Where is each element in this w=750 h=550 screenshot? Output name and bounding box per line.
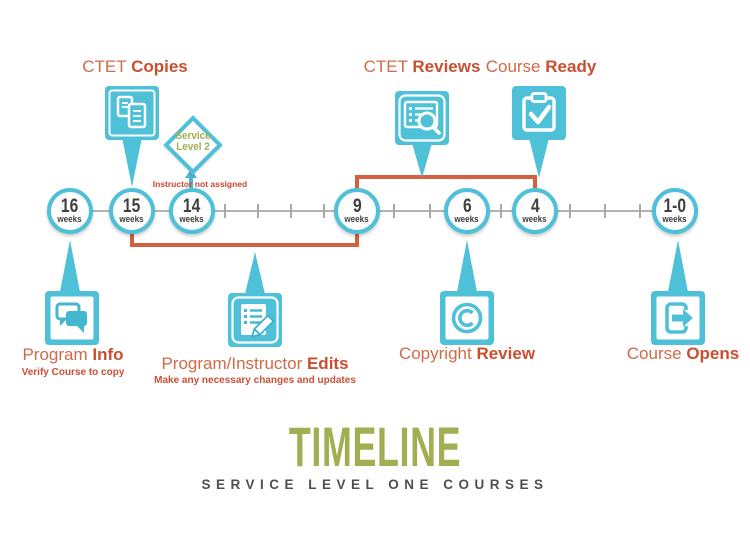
label-word1: Program [22, 345, 88, 364]
tick [290, 204, 292, 218]
node-unit: weeks [662, 213, 688, 224]
label-word1: Course [485, 57, 541, 76]
node-unit: weeks [119, 213, 145, 224]
label-word2: Edits [306, 354, 349, 373]
node-value: 14 [183, 195, 201, 217]
label-word1: Course [626, 344, 682, 363]
node-value: 4 [530, 195, 540, 217]
label-word2: Opens [686, 344, 740, 363]
timeline-node-14-weeks: 14 weeks [169, 188, 215, 234]
pin-tail [245, 252, 265, 294]
tick [639, 204, 641, 218]
timeline-node-9-weeks: 9 weeks [334, 188, 380, 234]
copyright-icon [440, 291, 494, 345]
label-word2: Review [476, 344, 536, 363]
milestone-label-copyright-review: Copyright Review [399, 344, 535, 364]
pin-tail [412, 143, 432, 178]
tick [604, 204, 606, 218]
diamond-line2: Level 2 [176, 141, 210, 153]
service-level-2-label: Service Level 2 [166, 131, 220, 153]
milestone-label-course-ready: Course Ready [486, 57, 597, 77]
label-word2: Reviews [412, 57, 481, 76]
clipboard-check-icon [512, 86, 566, 140]
copy-documents-icon [105, 86, 159, 140]
tick [323, 204, 325, 218]
milestone-label-program-info: Program Info [22, 345, 123, 365]
node-value: 6 [462, 195, 472, 217]
node-value: 16 [61, 195, 79, 217]
milestone-subtitle-edits: Make any necessary changes and updates [154, 375, 356, 386]
pin-tail [529, 138, 549, 178]
diamond-line1: Service [175, 130, 211, 142]
pin-tail [122, 137, 142, 187]
label-word2: Ready [545, 57, 597, 76]
milestone-label-course-opens: Course Opens [627, 344, 739, 364]
milestone-label-ctet-reviews: CTET Reviews [364, 57, 481, 77]
review-phase-bracket [355, 175, 537, 188]
label-word1: CTET [82, 57, 127, 76]
tick [393, 204, 395, 218]
node-unit: weeks [57, 213, 83, 224]
timeline-node-1-0-weeks: 1-0 weeks [652, 188, 698, 234]
callout-arrow-stem [189, 177, 193, 188]
timeline-node-4-weeks: 4 weeks [512, 188, 558, 234]
timeline-node-16-weeks: 16 weeks [47, 188, 93, 234]
page-title: TIMELINE [288, 415, 462, 478]
tick [500, 204, 502, 218]
milestone-label-program-instructor-edits: Program/Instructor Edits [161, 354, 348, 374]
pin-tail [60, 240, 80, 292]
page-subtitle: SERVICE LEVEL ONE COURSES [201, 477, 549, 492]
instructor-note: Instructor not assigned [152, 179, 248, 189]
milestone-subtitle-program-info: Verify Course to copy [21, 367, 125, 378]
node-unit: weeks [179, 213, 205, 224]
label-word1: CTET [363, 57, 408, 76]
label-word1: Copyright [398, 344, 472, 363]
pin-tail [457, 240, 477, 292]
label-word1: Program/Instructor [161, 354, 303, 373]
tick [257, 204, 259, 218]
node-unit: weeks [454, 213, 480, 224]
node-value: 1-0 [663, 195, 687, 217]
timeline-node-15-weeks: 15 weeks [109, 188, 155, 234]
node-value: 15 [123, 195, 141, 217]
node-unit: weeks [344, 213, 370, 224]
pin-tail [668, 240, 688, 292]
label-word2: Copies [131, 57, 188, 76]
tick [224, 204, 226, 218]
milestone-label-ctet-copies: CTET Copies [82, 57, 188, 77]
exit-arrow-icon [651, 291, 705, 345]
notepad-pencil-icon [228, 293, 282, 347]
node-value: 9 [352, 195, 362, 217]
node-unit: weeks [522, 213, 548, 224]
label-word2: Info [92, 345, 124, 364]
tick [429, 204, 431, 218]
timeline-node-6-weeks: 6 weeks [444, 188, 490, 234]
chat-bubbles-icon [45, 291, 99, 345]
document-search-icon [395, 91, 449, 145]
tick [569, 204, 571, 218]
edits-phase-bracket [130, 234, 359, 247]
